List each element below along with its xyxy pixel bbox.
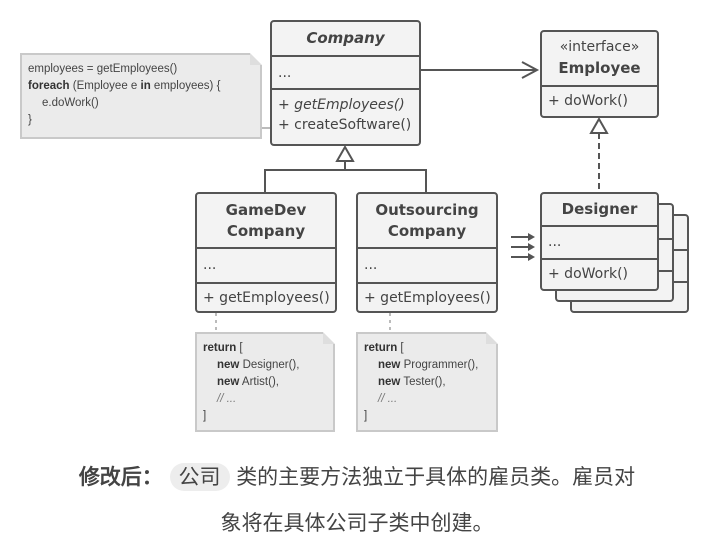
method: + doWork() (548, 266, 629, 282)
class-name: Designer (561, 200, 638, 218)
stereotype: «interface» (559, 39, 640, 55)
code-line: new Designer(), (217, 359, 300, 371)
note-fold-icon (323, 332, 335, 344)
class-attributes: ... (358, 249, 496, 284)
code-line: ] (203, 410, 207, 422)
class-attributes: ... (197, 249, 335, 284)
caption-line-2: 象将在具体公司子类中创建。 (220, 511, 494, 535)
code-line: return [ (364, 342, 404, 354)
note-outsourcing-code: return [ new Programmer(), new Tester(),… (356, 332, 498, 432)
method: + doWork() (548, 93, 629, 109)
class-name: Employee (558, 59, 641, 77)
method: + getEmployees() (364, 290, 491, 306)
class-name: Company (387, 222, 467, 240)
class-gamedev-company[interactable]: GameDev Company ... + getEmployees() (195, 192, 337, 313)
caption-line-1: 修改后： 公司 类的主要方法独立于具体的雇员类。雇员对 (0, 461, 714, 491)
class-name: Outsourcing (375, 201, 479, 219)
code-line: } (28, 114, 32, 126)
inheritance-lines (264, 161, 427, 193)
class-name: Company (226, 222, 306, 240)
note-gamedev-code: return [ new Designer(), new Artist(), /… (195, 332, 335, 432)
association-arrowhead (521, 61, 540, 79)
create-arrows-icon (511, 233, 535, 261)
class-attributes: ... (272, 57, 419, 90)
uml-connectors (215, 61, 609, 332)
class-name: Company (306, 29, 385, 47)
code-line: ] (364, 410, 368, 422)
inheritance-triangle (335, 144, 355, 162)
code-line: employees = getEmployees() (28, 63, 178, 75)
code-line: new Tester(), (378, 376, 446, 388)
method: + getEmployees() (203, 290, 330, 306)
note-fold-icon (486, 332, 498, 344)
method: + createSoftware() (278, 117, 412, 133)
code-line: return [ (203, 342, 243, 354)
interface-employee[interactable]: «interface» Employee + doWork() (540, 30, 659, 118)
caption-code-chip: 公司 (169, 463, 230, 491)
code-line: new Programmer(), (378, 359, 479, 371)
code-line: foreach (Employee e in employees) { (28, 80, 221, 92)
caption-label: 修改后： (78, 465, 163, 489)
code-comment: // ... (378, 393, 398, 405)
realization-triangle (589, 116, 609, 134)
code-line: e.doWork() (42, 97, 99, 109)
note-fold-icon (250, 53, 262, 65)
class-company[interactable]: Company ... + getEmployees() + createSof… (270, 20, 421, 146)
class-designer[interactable]: Designer ... + doWork() (540, 192, 659, 291)
class-name: GameDev (225, 201, 307, 219)
note-company-code: employees = getEmployees() foreach (Empl… (20, 53, 262, 139)
method: + getEmployees() (278, 97, 405, 113)
code-comment: // ... (217, 393, 237, 405)
class-outsourcing-company[interactable]: Outsourcing Company ... + getEmployees() (356, 192, 498, 313)
caption-text: 类的主要方法独立于具体的雇员类。雇员对 (236, 465, 636, 489)
class-attributes: ... (542, 227, 657, 260)
code-line: new Artist(), (217, 376, 279, 388)
